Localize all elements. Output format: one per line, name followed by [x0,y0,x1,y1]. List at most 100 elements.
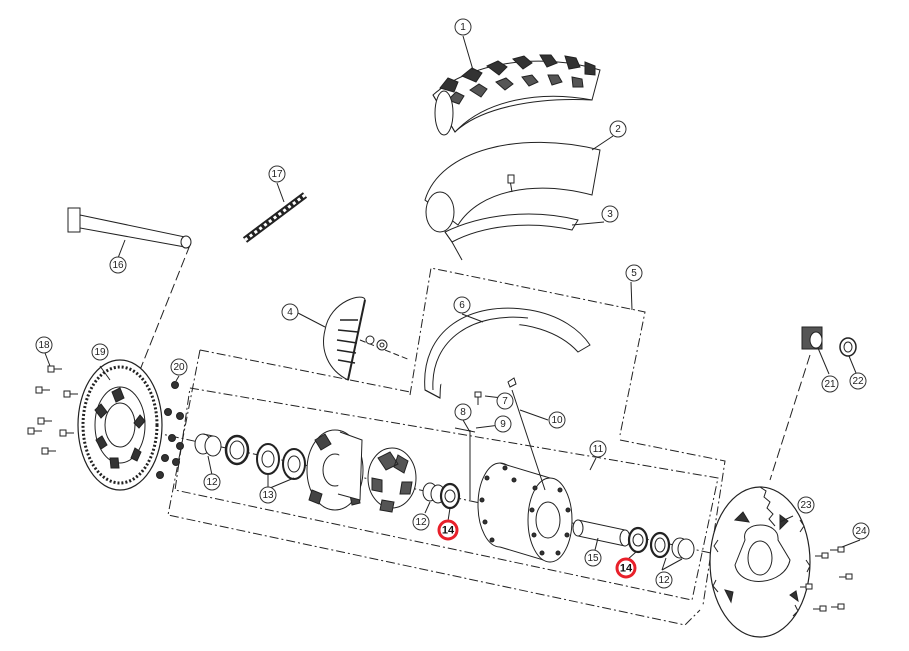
callout-label: 14 [442,525,455,537]
callout-c19: 19 [91,343,109,361]
callout-circle [496,392,514,410]
tyre-part [432,54,601,136]
callout-label: 12 [658,575,670,586]
drive-chain-part [242,192,308,243]
callout-label: 22 [852,376,864,387]
callout-label: 21 [824,379,836,390]
callout-circle [849,372,867,390]
callout-circle [852,522,870,540]
callout-c20: 20 [170,358,188,376]
callout-circle [170,358,188,376]
callout-circle [609,120,627,138]
callout-c21: 21 [821,375,839,393]
group-outline-5 [409,267,646,436]
callout-label: 9 [500,419,506,430]
callout-c11: 11 [589,440,607,458]
callout-label: 15 [587,553,599,564]
callout-label: 6 [459,300,465,311]
callout-circle [454,18,472,36]
callout-c12c: 12 [655,571,673,589]
brake-disc-part [709,486,811,638]
callout-circle [453,296,471,314]
callout-c15: 15 [584,549,602,567]
bearing-right-14 [627,526,649,554]
callout-label: 17 [271,169,283,180]
callout-label: 12 [415,517,427,528]
callout-circle [454,403,472,421]
sprocket-nuts [156,381,184,479]
callout-circle [259,486,277,504]
callout-c16: 16 [109,256,127,274]
callout-label: 7 [502,396,508,407]
callout-c5: 5 [625,264,643,282]
callout-label: 16 [112,260,124,271]
leader-lines [44,35,861,571]
spacer-left [194,433,222,457]
callout-c17: 17 [268,165,286,183]
callout-circle [281,303,299,321]
callout-label: 23 [800,500,812,511]
callout-c12b: 12 [412,513,430,531]
callout-c24: 24 [852,522,870,540]
callout-circle [203,473,221,491]
callout-label: 18 [38,340,50,351]
seal-right [649,531,671,559]
sprocket-bolts [27,365,78,455]
callout-label: 13 [262,490,274,501]
callout-label: 11 [593,444,604,455]
callout-circle [268,165,286,183]
spoke-nipple-part [474,391,482,405]
rim-strip-part [444,213,579,261]
callout-circle [584,549,602,567]
bearing-left-14 [439,482,461,510]
callout-circle [412,513,430,531]
callout-circle [601,205,619,223]
callout-label: 8 [460,407,466,418]
hub-cover-part [323,296,366,381]
cush-drive-rubbers [367,447,417,513]
inner-tube-part [424,141,601,233]
rim-part [424,307,591,399]
disc-bolts [800,546,853,612]
callout-circle [91,343,109,361]
callout-circle [589,440,607,458]
callout-c6: 6 [453,296,471,314]
sprocket-axis [769,354,811,481]
callout-c23: 23 [797,496,815,514]
bearing-pair-13 [256,443,306,480]
callout-circle [625,264,643,282]
callout-c9: 9 [494,415,512,433]
axle-nut-part [839,337,857,357]
callout-label: 3 [607,209,613,220]
callout-c7: 7 [496,392,514,410]
callout-label: 2 [615,124,621,135]
callout-label: 14 [620,563,633,575]
callout-c18: 18 [35,336,53,354]
callout-circle [109,256,127,274]
callout-circle [797,496,815,514]
callout-c13: 13 [259,486,277,504]
callout-label: 10 [551,415,563,426]
callout-label: 4 [287,307,293,318]
callout-c14b: 14 [615,557,637,579]
callout-circle [35,336,53,354]
callout-label: 1 [460,22,466,33]
callout-c2: 2 [609,120,627,138]
callout-c1: 1 [454,18,472,36]
callout-c3: 3 [601,205,619,223]
callout-circle [437,519,459,541]
axle-part [67,207,192,249]
callout-label: 19 [94,347,106,358]
callout-circle [821,375,839,393]
callout-label: 12 [206,477,218,488]
callout-c12a: 12 [203,473,221,491]
rear-sprocket-part [77,359,163,491]
hub-cover-nut [365,335,388,351]
callout-c10: 10 [548,411,566,429]
callout-c4: 4 [281,303,299,321]
callout-c8: 8 [454,403,472,421]
spacer-right [671,537,695,560]
sprocket-carrier-part [306,429,364,511]
